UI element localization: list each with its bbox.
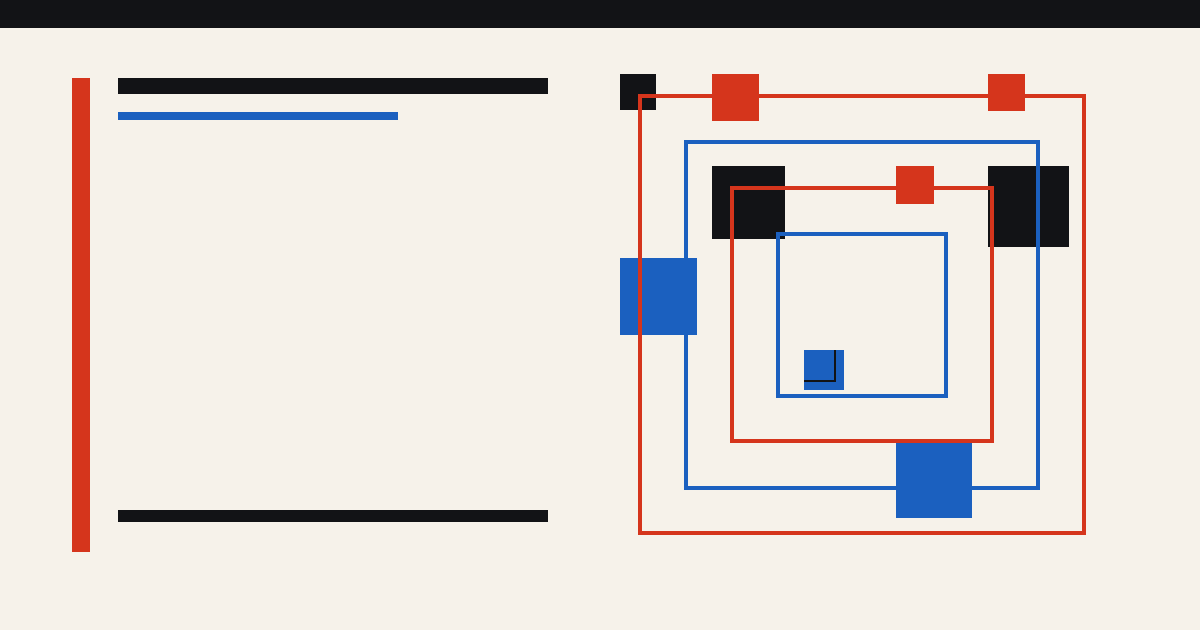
inner-blue-frame xyxy=(776,232,948,398)
third-red-frame xyxy=(730,186,994,443)
top-band xyxy=(0,0,1200,28)
blue-block-bottom xyxy=(896,442,972,518)
red-accent-bar xyxy=(72,78,90,552)
red-square-top-right xyxy=(988,74,1025,111)
title-placeholder-bar xyxy=(118,78,548,94)
blue-square-center xyxy=(804,350,844,390)
footer-placeholder-bar xyxy=(118,510,548,522)
corner-mark xyxy=(804,350,836,382)
black-block-upper-right xyxy=(988,166,1069,247)
subtitle-placeholder-bar xyxy=(118,112,398,120)
second-blue-frame xyxy=(684,140,1040,490)
red-square-upper-middle xyxy=(896,166,934,204)
outer-red-frame xyxy=(638,94,1086,535)
black-block-upper-left xyxy=(712,166,785,239)
